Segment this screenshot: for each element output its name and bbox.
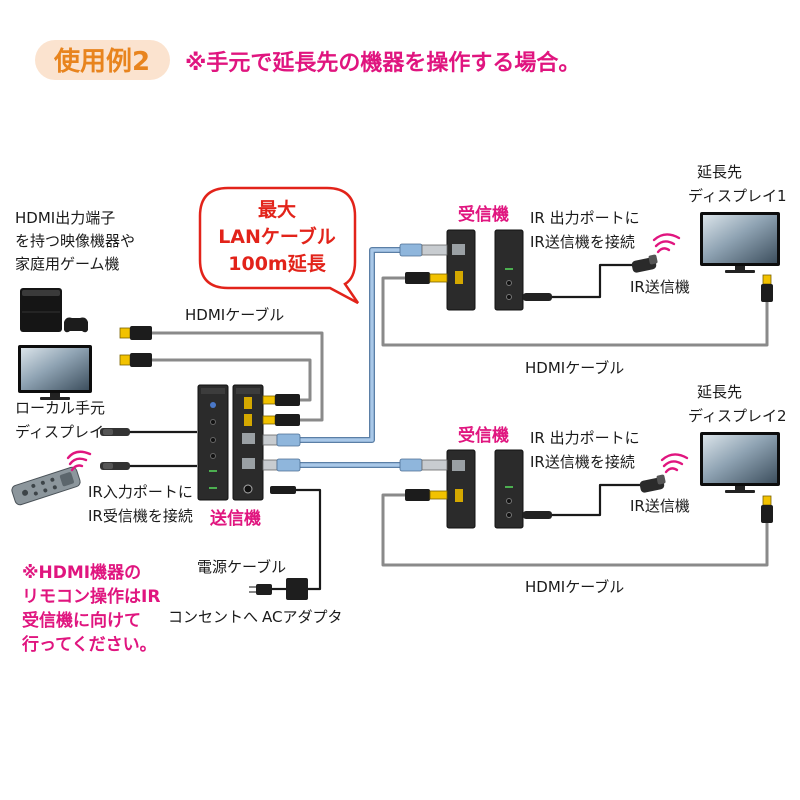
receiver-1-unit-left xyxy=(446,229,476,311)
ir-signal-icon xyxy=(66,450,92,472)
example-badge xyxy=(35,40,170,80)
bubble-line-3: 100m延長 xyxy=(228,253,326,275)
note-line-1: ※HDMI機器の xyxy=(22,562,141,583)
display-1-label-2: ディスプレイ1 xyxy=(688,187,787,205)
hdmi-cable-display-2-label: HDMIケーブル xyxy=(525,578,624,596)
local-display-label-1: ローカル手元 xyxy=(15,399,105,417)
speech-bubble xyxy=(198,186,360,305)
receiver-1-ir-label-2: IR送信機を接続 xyxy=(530,233,635,251)
transmitter-unit-left xyxy=(197,384,229,501)
power-cable-label: 電源ケーブル xyxy=(197,558,286,576)
receiver-2-unit-left xyxy=(446,449,476,529)
ir-input-label-1: IR入力ポートに xyxy=(88,483,193,501)
note-line-2: リモコン操作はIR xyxy=(22,586,160,607)
source-label-1: HDMI出力端子 xyxy=(15,209,115,227)
lan-connector-icon xyxy=(399,458,448,472)
example-badge-label: 使用例2 xyxy=(53,47,150,77)
bubble-line-2: LANケーブル xyxy=(218,225,336,248)
source-label-3: 家庭用ゲーム機 xyxy=(15,255,120,273)
hdmi-connector-icon xyxy=(405,272,448,284)
display-2-label-1: 延長先 xyxy=(697,383,742,401)
ac-adapter-label: ACアダプタ xyxy=(262,608,342,626)
ir-plug-2 xyxy=(523,511,552,519)
transmitter-unit-right xyxy=(232,384,264,501)
page-title: ※手元で延長先の機器を操作する場合。 xyxy=(185,50,580,76)
hdmi-connector-icon xyxy=(405,489,448,501)
hdmi-connector-icon xyxy=(262,414,300,426)
display-2-monitor-icon xyxy=(700,432,780,493)
power-plug-icon xyxy=(249,584,272,595)
source-label-2: を持つ映像機器や xyxy=(15,232,135,250)
hdmi-cable-source-label: HDMIケーブル xyxy=(185,306,284,324)
outlet-label: コンセントへ xyxy=(168,608,258,626)
bubble-line-1: 最大 xyxy=(258,198,296,221)
ac-adapter-icon xyxy=(286,578,308,600)
note-line-3: 受信機に向けて xyxy=(22,610,141,631)
lan-cable-receiver-1-core xyxy=(300,248,402,442)
local-display-label-2: ディスプレイ xyxy=(15,423,104,441)
receiver-2-label: 受信機 xyxy=(458,425,509,446)
display-1-monitor-icon xyxy=(700,212,780,273)
ir-transmitter-device-2-icon xyxy=(639,474,666,493)
hdmi-cable-source xyxy=(152,331,324,422)
hdmi-cable-display-1-label: HDMIケーブル xyxy=(525,359,624,377)
display-2-label-2: ディスプレイ2 xyxy=(688,407,787,425)
transmitter-label: 送信機 xyxy=(210,508,261,529)
ir-input-label-2: IR受信機を接続 xyxy=(88,507,193,525)
ir-transmitter-cable-1 xyxy=(552,263,634,299)
hdmi-connector-icon xyxy=(119,353,152,367)
receiver-2-ir-label-1: IR 出力ポートに xyxy=(530,429,640,447)
power-cable xyxy=(296,488,322,591)
lan-connector-icon xyxy=(262,458,301,472)
hdmi-connector-icon xyxy=(262,394,300,406)
receiver-2-unit-right xyxy=(494,449,524,529)
local-display-monitor-icon xyxy=(18,345,92,400)
ir-plug-1 xyxy=(523,293,552,301)
hdmi-connector-icon xyxy=(761,274,773,302)
ir-transmitter-device-1-icon xyxy=(631,254,658,273)
hdmi-cable-display-2 xyxy=(381,493,769,567)
ir-receiver-cable-2 xyxy=(100,462,197,470)
remote-control-icon xyxy=(11,466,81,506)
lan-connector-icon xyxy=(262,433,301,447)
hdmi-cable-local-display xyxy=(152,358,312,402)
note-line-4: 行ってください。 xyxy=(21,634,157,655)
receiver-1-unit-right xyxy=(494,229,524,311)
receiver-2-ir-device-label: IR送信機 xyxy=(630,497,690,515)
game-console-icon xyxy=(20,288,88,333)
lan-connector-icon xyxy=(399,243,448,257)
receiver-1-ir-label-1: IR 出力ポートに xyxy=(530,209,640,227)
power-connector xyxy=(270,486,296,494)
ir-receiver-cable-1 xyxy=(100,428,197,436)
display-1-label-1: 延長先 xyxy=(697,163,742,181)
receiver-1-label: 受信機 xyxy=(458,204,509,225)
ir-signal-icon xyxy=(652,233,681,254)
ir-signal-icon xyxy=(660,453,689,474)
hdmi-cable-display-1 xyxy=(381,276,769,347)
hdmi-connector-icon xyxy=(761,495,773,523)
receiver-1-ir-device-label: IR送信機 xyxy=(630,278,690,296)
hdmi-connector-icon xyxy=(119,326,152,340)
ir-transmitter-cable-2 xyxy=(552,483,642,517)
receiver-2-ir-label-2: IR送信機を接続 xyxy=(530,453,635,471)
